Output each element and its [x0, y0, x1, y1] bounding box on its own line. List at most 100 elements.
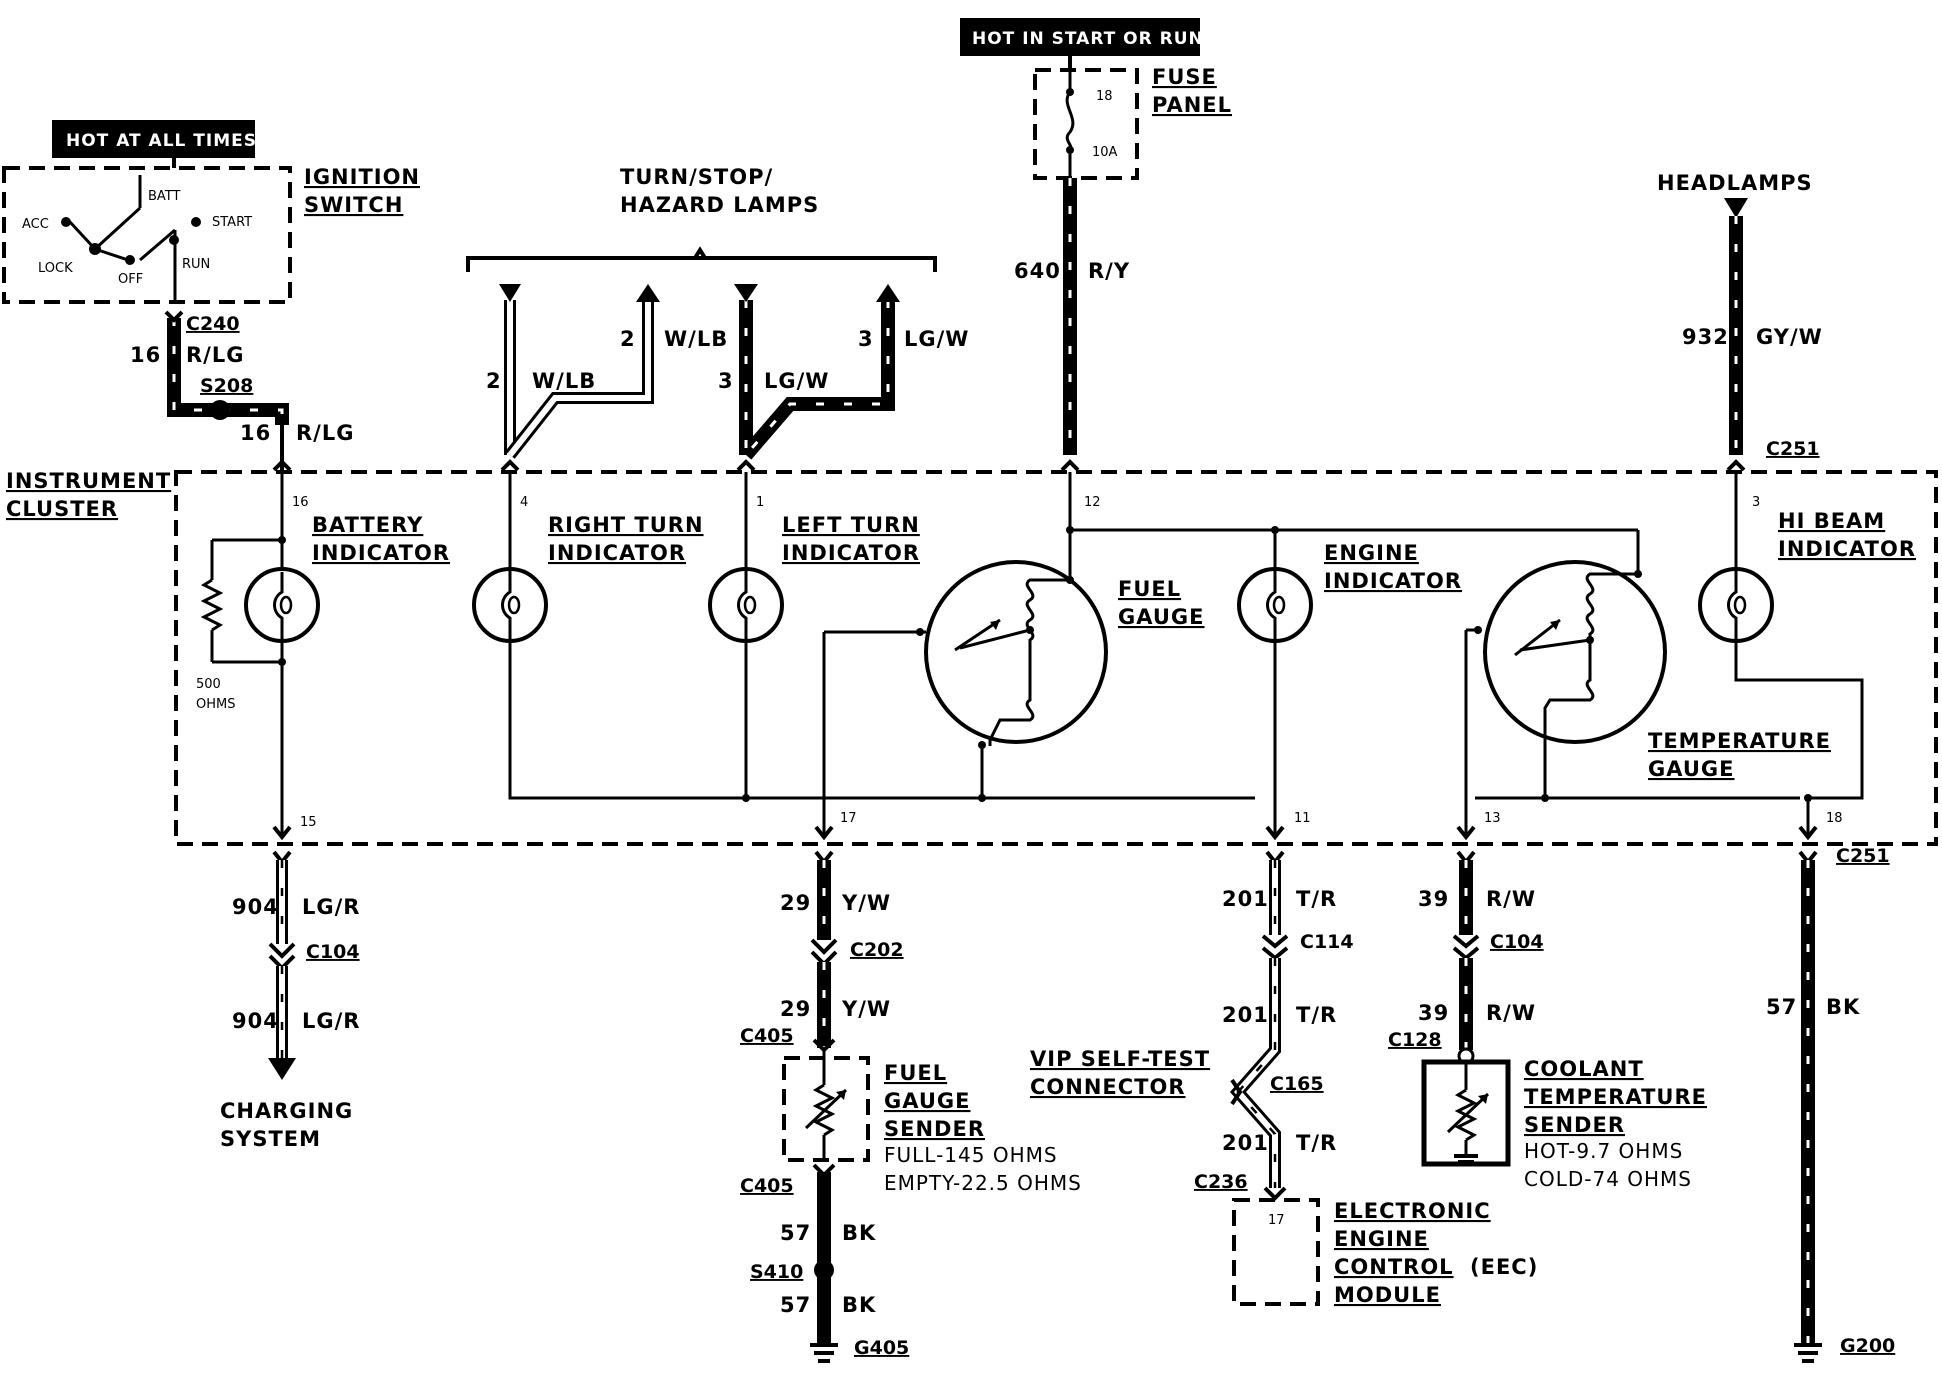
banner-hot-at-all-times: HOT AT ALL TIMES — [52, 120, 257, 158]
svg-text:11: 11 — [1294, 811, 1311, 826]
connector-c251-top: C251 — [1766, 438, 1820, 460]
svg-text:57: 57 — [780, 1221, 811, 1245]
coolant-circuit: 39 R/W C104 39 R/W C128 COOLANT TEMPERAT… — [1388, 850, 1707, 1191]
svg-text:201: 201 — [1222, 887, 1269, 911]
ignition-title: IGNITION — [304, 165, 420, 189]
svg-text:ENGINE: ENGINE — [1334, 1227, 1429, 1251]
svg-text:BK: BK — [842, 1221, 876, 1245]
svg-text:18: 18 — [1096, 89, 1113, 104]
svg-text:T/R: T/R — [1296, 887, 1337, 911]
ground-g200-circuit: C251 57 BK G200 — [1766, 845, 1895, 1363]
hi-beam-indicator-label: HI BEAM — [1778, 509, 1885, 533]
svg-text:4: 4 — [520, 495, 528, 510]
svg-text:R/LG: R/LG — [296, 421, 354, 445]
svg-text:LG/R: LG/R — [302, 895, 360, 919]
fuse-panel-title: FUSE — [1152, 65, 1217, 89]
ignition-start: START — [212, 215, 252, 230]
splice-s208: S208 — [200, 375, 253, 397]
fuel-sender-circuit: 29 Y/W C202 29 Y/W C405 FUEL GAUGE SENDE… — [740, 850, 1081, 1363]
svg-text:T/R: T/R — [1296, 1131, 1337, 1155]
fuel-gauge-sender-label: FUEL — [884, 1061, 947, 1085]
ignition-lock: LOCK — [38, 261, 73, 276]
connector-c114: C114 — [1300, 931, 1354, 953]
svg-text:18: 18 — [1826, 811, 1843, 826]
svg-text:57: 57 — [780, 1293, 811, 1317]
svg-text:INDICATOR: INDICATOR — [782, 541, 920, 565]
svg-text:TEMPERATURE: TEMPERATURE — [1524, 1085, 1707, 1109]
svg-text:16: 16 — [240, 421, 271, 445]
svg-text:3: 3 — [718, 369, 734, 393]
svg-text:640: 640 — [1014, 259, 1061, 283]
wire-904-lgr: 904 LG/R C104 904 LG/R CHARGING SYSTEM — [220, 850, 360, 1151]
connector-c128: C128 — [1388, 1029, 1442, 1051]
coolant-sender-label: COOLANT — [1524, 1057, 1644, 1081]
svg-text:932: 932 — [1682, 325, 1729, 349]
svg-text:COLD-74 OHMS: COLD-74 OHMS — [1524, 1167, 1692, 1191]
fuel-gauge-label: FUEL — [1118, 577, 1181, 601]
connector-c104-right: C104 — [1490, 931, 1544, 953]
svg-text:16: 16 — [130, 343, 161, 367]
svg-text:LG/R: LG/R — [302, 1009, 360, 1033]
svg-text:904: 904 — [232, 1009, 279, 1033]
svg-text:Y/W: Y/W — [841, 891, 891, 915]
svg-text:Y/W: Y/W — [841, 997, 891, 1021]
banner-hot-in-start-or-run: HOT IN START OR RUN — [960, 18, 1204, 56]
svg-text:W/LB: W/LB — [664, 327, 728, 351]
connector-c251-bottom: C251 — [1836, 845, 1890, 867]
connector-c236: C236 — [1194, 1171, 1248, 1193]
svg-text:CLUSTER: CLUSTER — [6, 497, 118, 521]
svg-text:HOT-9.7 OHMS: HOT-9.7 OHMS — [1524, 1139, 1683, 1163]
svg-text:39: 39 — [1418, 1001, 1449, 1025]
svg-text:PANEL: PANEL — [1152, 93, 1232, 117]
connector-c405-bottom: C405 — [740, 1175, 794, 1197]
svg-text:2: 2 — [486, 369, 502, 393]
svg-text:INDICATOR: INDICATOR — [312, 541, 450, 565]
svg-text:INSTRUMENT: INSTRUMENT — [6, 469, 171, 493]
wire-16-rlg: C240 16 R/LG S208 16 R/LG — [130, 310, 354, 470]
splice-s410: S410 — [750, 1261, 803, 1283]
ground-g405: G405 — [854, 1337, 909, 1359]
eec-module — [1232, 1198, 1320, 1306]
connector-c202: C202 — [850, 939, 904, 961]
fuel-gauge — [924, 560, 1108, 744]
svg-text:17: 17 — [1268, 1213, 1285, 1228]
svg-text:2: 2 — [620, 327, 636, 351]
svg-text:3: 3 — [1752, 495, 1760, 510]
svg-text:13: 13 — [1484, 811, 1501, 826]
right-turn-indicator-label: RIGHT TURN — [548, 513, 704, 537]
svg-text:MODULE: MODULE — [1334, 1283, 1441, 1307]
svg-text:HOT AT ALL TIMES: HOT AT ALL TIMES — [66, 131, 257, 151]
temperature-gauge — [1483, 560, 1667, 744]
svg-text:R/LG: R/LG — [186, 343, 244, 367]
svg-text:SYSTEM: SYSTEM — [220, 1127, 321, 1151]
svg-text:INDICATOR: INDICATOR — [548, 541, 686, 565]
ignition-batt: BATT — [148, 189, 181, 204]
svg-text:1: 1 — [756, 495, 764, 510]
svg-text:3: 3 — [858, 327, 874, 351]
ground-g200-icon — [1794, 1343, 1822, 1363]
svg-text:SENDER: SENDER — [884, 1117, 985, 1141]
svg-text:HOT IN START OR RUN: HOT IN START OR RUN — [972, 29, 1204, 49]
svg-text:15: 15 — [300, 815, 317, 830]
svg-text:29: 29 — [780, 997, 811, 1021]
svg-text:GAUGE: GAUGE — [884, 1089, 970, 1113]
engine-indicator-label: ENGINE — [1324, 541, 1419, 565]
svg-text:W/LB: W/LB — [532, 369, 596, 393]
svg-text:INDICATOR: INDICATOR — [1324, 569, 1462, 593]
svg-text:R/W: R/W — [1486, 887, 1536, 911]
svg-text:CONNECTOR: CONNECTOR — [1030, 1075, 1186, 1099]
vip-self-test-connector: VIP SELF-TEST — [1030, 1047, 1210, 1071]
svg-text:INDICATOR: INDICATOR — [1778, 537, 1916, 561]
svg-text:201: 201 — [1222, 1003, 1269, 1027]
svg-text:(EEC): (EEC) — [1470, 1255, 1538, 1279]
fuel-gauge-sender — [782, 1056, 870, 1162]
svg-text:FULL-145 OHMS: FULL-145 OHMS — [884, 1143, 1058, 1167]
turn-stop-hazard-lamps: TURN/STOP/ HAZARD LAMPS 2 W/LB 2 W/LB 3 … — [466, 165, 968, 460]
svg-text:500: 500 — [196, 677, 221, 692]
temperature-gauge-label: TEMPERATURE — [1648, 729, 1831, 753]
svg-text:R/W: R/W — [1486, 1001, 1536, 1025]
ignition-run: RUN — [182, 257, 210, 272]
svg-text:29: 29 — [780, 891, 811, 915]
ignition-off: OFF — [118, 272, 143, 287]
